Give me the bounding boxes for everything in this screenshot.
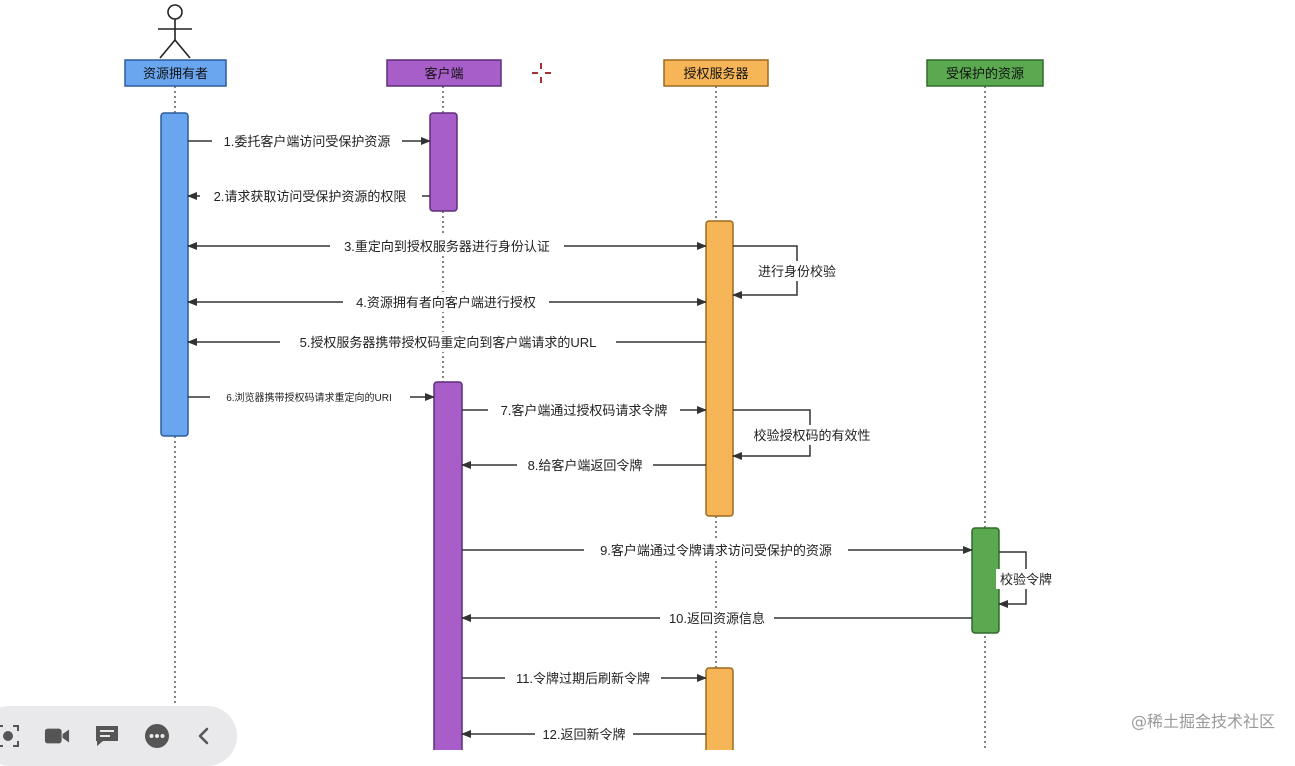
activation-owner [160,112,189,437]
message-9: 9.客户端通过令牌请求访问受保护的资源 [462,540,973,560]
message-4: 4.资源拥有者向客户端进行授权 [187,292,707,312]
screenshot-icon[interactable] [0,723,20,749]
more-icon[interactable] [144,723,170,749]
message-3-label: 3.重定向到授权服务器进行身份认证 [344,239,550,254]
message-1: 1.委托客户端访问受保护资源 [188,131,431,151]
participant-resource: 受保护的资源 [926,59,1044,87]
message-3: 3.重定向到授权服务器进行身份认证 [187,236,707,256]
participant-resource-label: 受保护的资源 [946,66,1024,81]
self-message-2: 校验授权码的有效性 [732,409,880,460]
chevron-left-icon[interactable] [194,723,213,749]
activation-client-2 [433,381,463,750]
activation-auth-2 [705,667,734,750]
participant-auth: 授权服务器 [663,59,769,87]
self-message-3-label: 校验令牌 [1000,572,1052,587]
message-8: 8.给客户端返回令牌 [461,455,706,475]
message-11-label: 11.令牌过期后刷新令牌 [516,671,650,686]
participant-owner: 资源拥有者 [124,59,227,87]
activation-resource [971,527,1000,634]
participant-client-label: 客户端 [424,66,463,81]
watermark: @稀土掘金技术社区 [1130,712,1275,731]
self-message-3: 校验令牌 [996,551,1056,608]
message-11: 11.令牌过期后刷新令牌 [462,668,707,688]
floating-toolbar [0,706,237,766]
message-12: 12.返回新令牌 [461,724,706,744]
actor-figure [158,4,192,59]
message-8-label: 8.给客户端返回令牌 [528,458,643,473]
self-message-1: 进行身份校验 [732,245,842,299]
message-4-label: 4.资源拥有者向客户端进行授权 [356,295,536,310]
message-7-label: 7.客户端通过授权码请求令牌 [501,403,668,418]
participant-owner-label: 资源拥有者 [143,66,208,81]
message-10: 10.返回资源信息 [461,608,972,628]
message-7: 7.客户端通过授权码请求令牌 [462,400,707,420]
activation-client-1 [429,112,458,212]
message-9-label: 9.客户端通过令牌请求访问受保护的资源 [600,543,832,558]
message-1-label: 1.委托客户端访问受保护资源 [224,134,391,149]
self-message-1-label: 进行身份校验 [758,264,836,279]
message-5-label: 5.授权服务器携带授权码重定向到客户端请求的URL [300,335,597,350]
message-2-label: 2.请求获取访问受保护资源的权限 [214,189,407,204]
message-5: 5.授权服务器携带授权码重定向到客户端请求的URL [187,332,706,352]
message-2: 2.请求获取访问受保护资源的权限 [187,186,430,206]
message-6-label: 6.浏览器携带授权码请求重定向的URI [226,391,392,404]
crosshair-cursor-icon [532,63,551,83]
participant-auth-label: 授权服务器 [683,66,748,81]
activation-auth-1 [705,220,734,517]
message-12-label: 12.返回新令牌 [542,727,625,742]
sequence-diagram: 资源拥有者 客户端 授权服务器 受保护的资源 1.委托客户端访问受保护资源 2.… [124,4,1056,750]
participant-client: 客户端 [386,59,502,87]
message-10-label: 10.返回资源信息 [669,611,765,626]
video-camera-icon[interactable] [44,723,70,749]
self-message-2-label: 校验授权码的有效性 [753,428,870,443]
comment-icon[interactable] [94,723,120,749]
message-6: 6.浏览器携带授权码请求重定向的URI [188,389,435,405]
